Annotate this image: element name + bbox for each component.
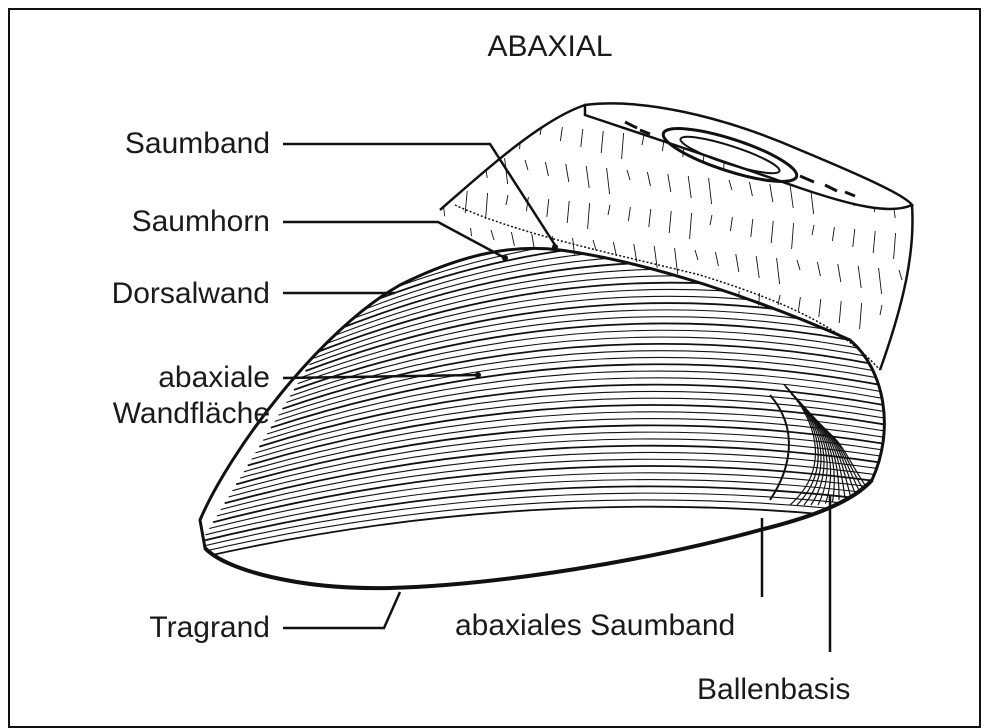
diagram-title: ABAXIAL [430,30,670,64]
cut-surface-outline [585,103,912,209]
leader-tragrand [283,592,400,628]
label-saumband: Saumband [60,127,270,161]
hoof-illustration [0,0,987,711]
label-wandflaeche-line1: abaxiale [60,361,270,395]
label-abaxiales-saumband: abaxiales Saumband [455,609,735,643]
leader-saumband [283,144,555,245]
label-tragrand: Tragrand [60,611,270,645]
label-ballenbasis: Ballenbasis [697,673,850,707]
label-dorsalwand: Dorsalwand [60,277,270,311]
label-wandflaeche-line2: Wandfläche [60,397,270,431]
label-saumhorn: Saumhorn [60,205,270,239]
leader-saumhorn [283,222,505,258]
